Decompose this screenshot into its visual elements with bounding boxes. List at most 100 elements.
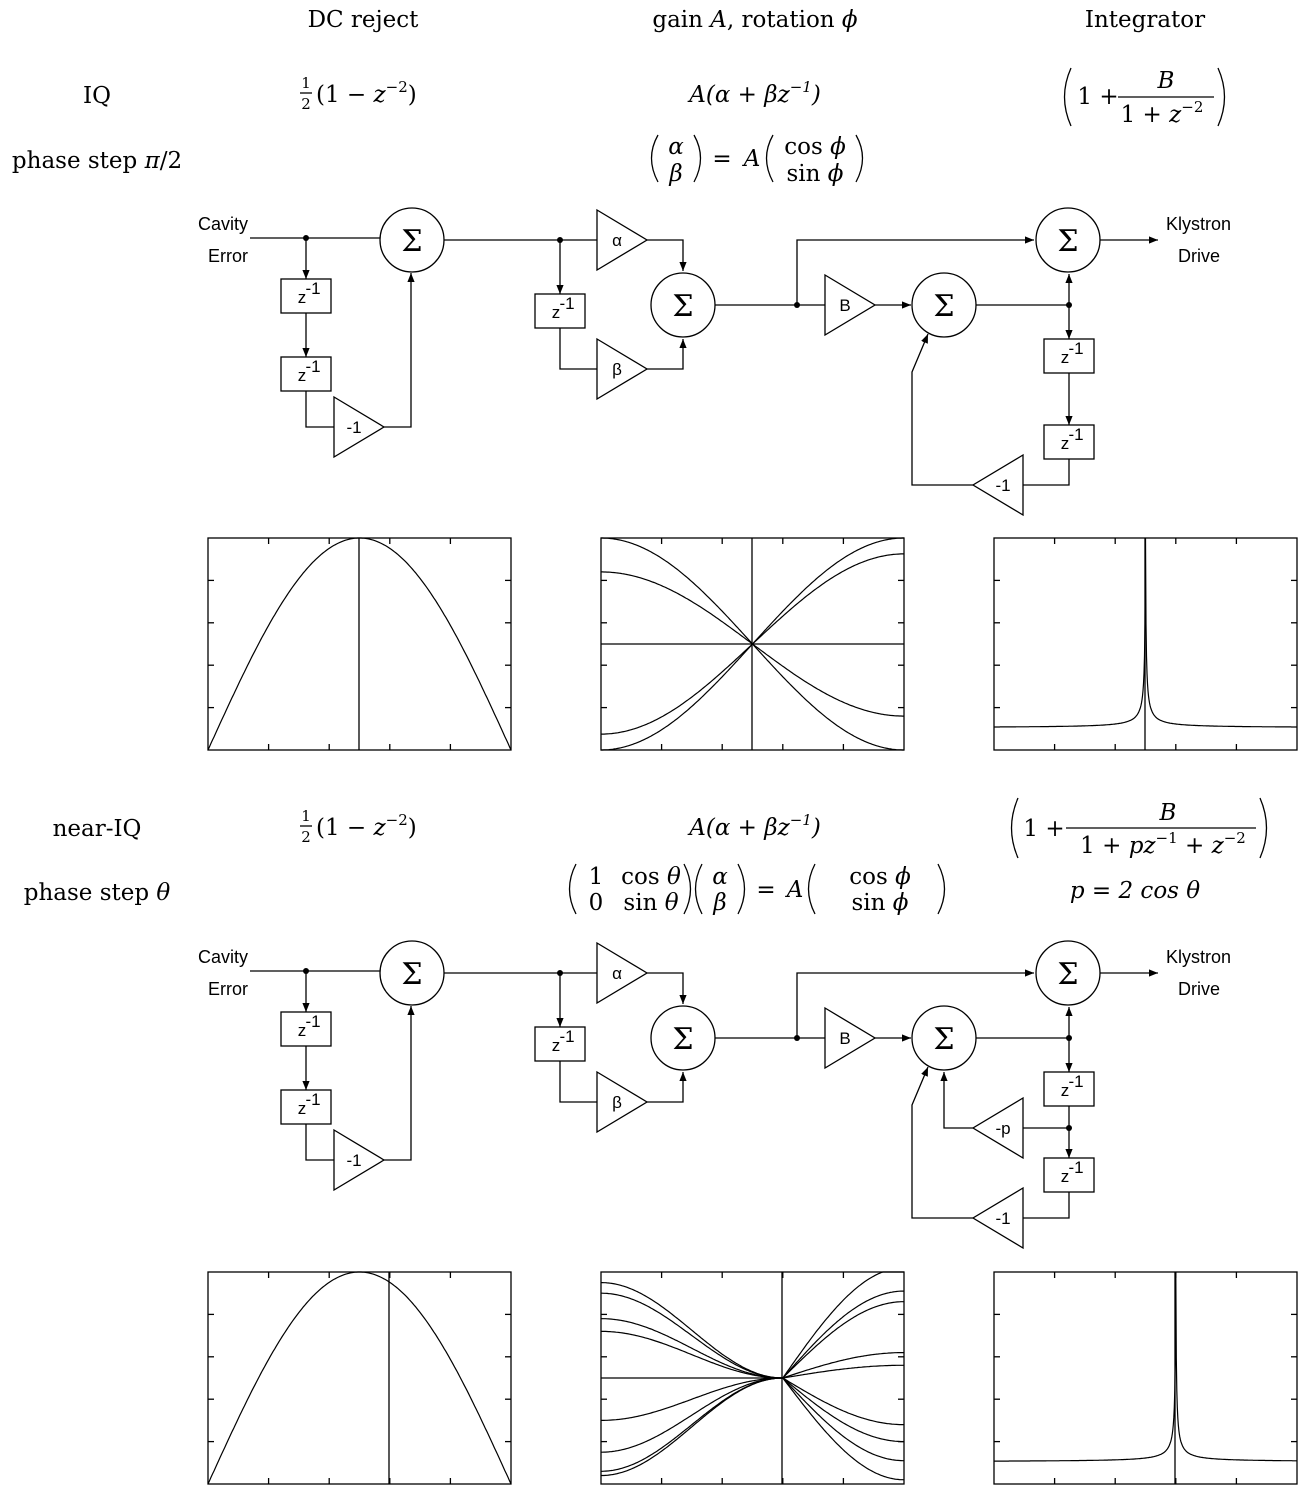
gain-triangle (971, 1096, 1024, 1160)
row1-gain-matrix: α β = A cos ϕ sin ϕ (650, 134, 864, 187)
signal-wire (384, 273, 415, 428)
sum-symbol: Σ (672, 289, 693, 324)
delay-block (280, 1089, 332, 1125)
signal-wire (796, 236, 1034, 305)
gain-label: β (612, 360, 622, 379)
sum-symbol: Σ (1057, 224, 1078, 259)
svg-text:cos ϕ: cos ϕ (784, 134, 846, 160)
series-line (994, 1271, 1297, 1462)
sum-symbol: Σ (401, 957, 422, 992)
signal-wire (647, 972, 687, 1004)
delay-exponent: -1 (305, 357, 320, 376)
svg-text:β: β (712, 890, 726, 916)
svg-text:β: β (668, 161, 682, 187)
signal-wire (1023, 459, 1070, 486)
plot-panel (600, 537, 905, 751)
svg-text:cos θ: cos θ (621, 864, 681, 890)
signal-wire (647, 239, 687, 271)
delay-block (1043, 1071, 1095, 1107)
sum-symbol: Σ (401, 224, 422, 259)
output-label-klystron: Klystron (1166, 214, 1231, 234)
gain-label: -1 (995, 1209, 1010, 1228)
series-line (601, 1330, 904, 1443)
row2-integrator-formula: 1 + B 1 + pz−1 + z−2 (1010, 797, 1268, 859)
row2-integrator-note: p = 2 cos θ (1070, 878, 1200, 904)
gain-triangle (596, 337, 649, 401)
delay-exponent: -1 (559, 1027, 574, 1046)
svg-text:1: 1 (589, 864, 604, 890)
series-line (600, 1318, 904, 1426)
gain-triangle (971, 453, 1024, 517)
output-label-drive: Drive (1178, 979, 1220, 999)
gain-label: -1 (995, 476, 1010, 495)
row2-gain-matrix: 1 0 cos θ sin θ α β = A cos ϕ sin ϕ (568, 863, 946, 916)
svg-text:α: α (712, 864, 728, 890)
gain-triangle (596, 941, 649, 1005)
gain-triangle (971, 1186, 1024, 1250)
delay-exponent: -1 (305, 279, 320, 298)
signal-wire (559, 1061, 597, 1103)
svg-text:=: = (756, 877, 775, 903)
signal-wire (305, 391, 334, 428)
signal-wire (647, 339, 687, 370)
signal-wire (796, 969, 1034, 1038)
svg-text:A: A (785, 877, 804, 903)
svg-text:2: 2 (301, 95, 311, 113)
sum-symbol: Σ (1057, 957, 1078, 992)
header-integrator: Integrator (1085, 7, 1205, 33)
signal-wire (647, 1072, 687, 1103)
delay-exponent: -1 (1068, 1158, 1083, 1177)
plot-frame (207, 1271, 512, 1485)
series-line (601, 1271, 904, 1477)
delay-label: z (298, 366, 307, 385)
delay-block (1043, 338, 1095, 374)
sum-symbol: Σ (672, 1022, 693, 1057)
svg-text:α: α (668, 134, 684, 160)
series-line (601, 1352, 904, 1421)
input-label-error: Error (208, 246, 248, 266)
signal-wire (911, 1066, 973, 1219)
row2-step-label: phase step θ (24, 880, 171, 906)
delay-exponent: -1 (305, 1090, 320, 1109)
row2-dc-formula: 1 2 (1 − z−2) (300, 807, 417, 846)
input-label-cavity: Cavity (198, 214, 248, 234)
delay-label: z (298, 288, 307, 307)
plot-panel (993, 1271, 1298, 1485)
svg-text:1 +: 1 + (1077, 84, 1118, 110)
gain-label: B (839, 296, 850, 315)
series-line (601, 1364, 904, 1379)
gain-triangle (824, 273, 877, 337)
delay-label: z (1061, 1167, 1070, 1186)
svg-text:1: 1 (301, 807, 311, 825)
signal-wire (384, 1006, 415, 1161)
svg-text:sin θ: sin θ (623, 890, 678, 916)
sum-symbol: Σ (933, 1022, 954, 1057)
gain-triangle (596, 208, 649, 272)
svg-text:(1 − z−2): (1 − z−2) (316, 78, 417, 108)
plot-frame (993, 1271, 1298, 1485)
svg-text:sin ϕ: sin ϕ (787, 161, 844, 187)
svg-text:cos ϕ: cos ϕ (849, 864, 911, 890)
input-label-error: Error (208, 979, 248, 999)
svg-text:B: B (1157, 68, 1175, 94)
delay-exponent: -1 (1068, 339, 1083, 358)
row2-mode-label: near-IQ (53, 816, 142, 842)
svg-text:1 + pz−1 + z−2: 1 + pz−1 + z−2 (1080, 829, 1246, 859)
delay-exponent: -1 (1068, 425, 1083, 444)
gain-label: -p (995, 1119, 1010, 1138)
output-label-drive: Drive (1178, 246, 1220, 266)
series-line (601, 1282, 904, 1462)
response-plots (207, 537, 1298, 1485)
header-dc-reject: DC reject (308, 7, 420, 33)
delay-block (534, 293, 586, 329)
row1-step-label: phase step π/2 (12, 148, 182, 174)
svg-text:0: 0 (589, 890, 604, 916)
delay-exponent: -1 (559, 294, 574, 313)
gain-label: -1 (346, 418, 361, 437)
gain-label: α (612, 964, 622, 983)
delay-block (1043, 1157, 1095, 1193)
svg-text:=: = (712, 146, 731, 172)
